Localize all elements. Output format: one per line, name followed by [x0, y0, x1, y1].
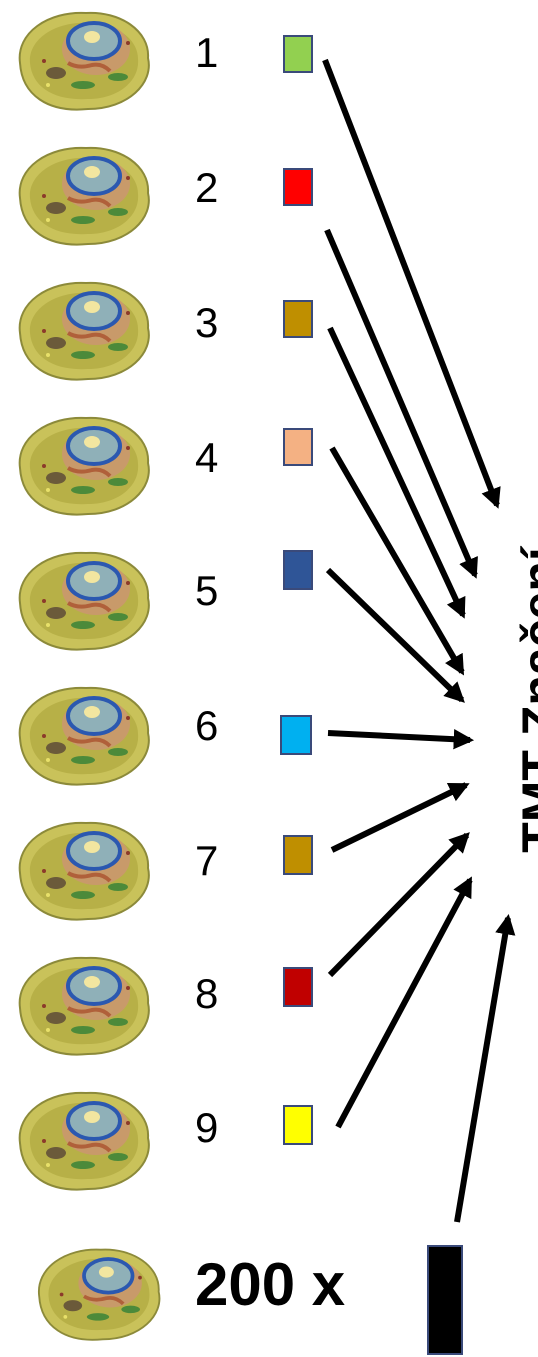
arrow-5: [325, 567, 465, 703]
reference-label: 200 x: [195, 1251, 346, 1318]
arrow-3: [327, 326, 466, 619]
reference-tag-swatch: [427, 1245, 463, 1355]
arrow-7: [330, 782, 470, 853]
arrow-4: [329, 446, 465, 676]
animal-cell-icon: [8, 948, 158, 1063]
sample-label-5: 5: [195, 567, 219, 614]
arrow-reference: [454, 913, 516, 1223]
arrow-6: [327, 729, 475, 750]
tag-swatch-8: [283, 967, 313, 1007]
sample-label-7: 7: [195, 837, 219, 884]
tmt-labeling-title: TMT Značení: [512, 547, 538, 853]
sample-label-3: 3: [195, 299, 219, 346]
animal-cell-icon: [8, 3, 158, 118]
animal-cell-icon: [8, 1083, 158, 1198]
arrow-8: [327, 832, 470, 978]
tag-swatch-7: [283, 835, 313, 875]
sample-label-1: 1: [195, 29, 219, 76]
arrow-2: [324, 228, 478, 579]
animal-cell-icon: [28, 1240, 168, 1348]
sample-label-9: 9: [195, 1104, 219, 1151]
tag-swatch-1: [283, 35, 313, 73]
tag-swatch-9: [283, 1105, 313, 1145]
sample-label-2: 2: [195, 164, 219, 211]
tag-swatch-2: [283, 168, 313, 206]
sample-label-4: 4: [195, 434, 219, 481]
animal-cell-icon: [8, 408, 158, 523]
animal-cell-icon: [8, 273, 158, 388]
tag-swatch-6: [280, 715, 312, 755]
animal-cell-icon: [8, 678, 158, 793]
tag-swatch-4: [283, 428, 313, 466]
sample-label-8: 8: [195, 970, 219, 1017]
sample-label-6: 6: [195, 702, 219, 749]
arrow-9: [335, 876, 473, 1129]
tag-swatch-3: [283, 300, 313, 338]
animal-cell-icon: [8, 813, 158, 928]
tag-swatch-5: [283, 550, 313, 590]
arrow-1: [322, 58, 501, 509]
animal-cell-icon: [8, 543, 158, 658]
animal-cell-icon: [8, 138, 158, 253]
